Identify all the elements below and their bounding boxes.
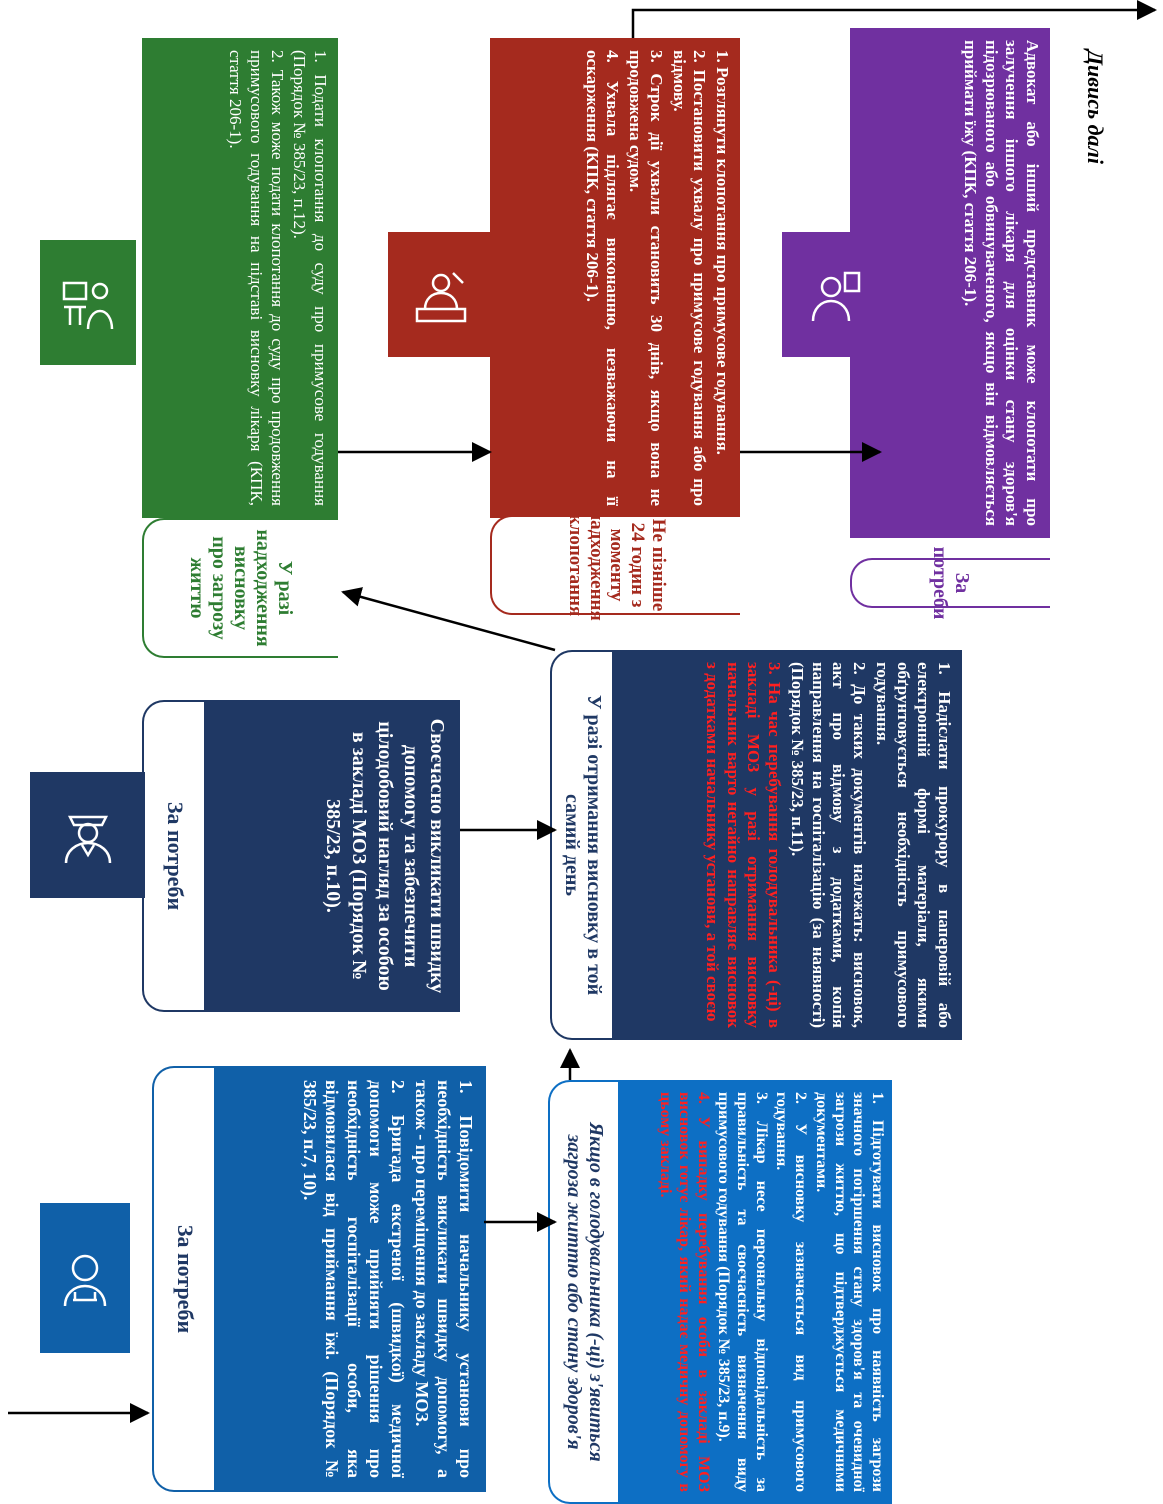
doctor-icon [40, 1203, 130, 1353]
lawyer-icon [782, 232, 887, 357]
judge-icon [388, 232, 493, 357]
arrow-top-next [631, 0, 1157, 38]
presenter-icon [40, 240, 136, 365]
arrow-col4-col5 [341, 587, 556, 652]
guard-icon [30, 772, 145, 898]
